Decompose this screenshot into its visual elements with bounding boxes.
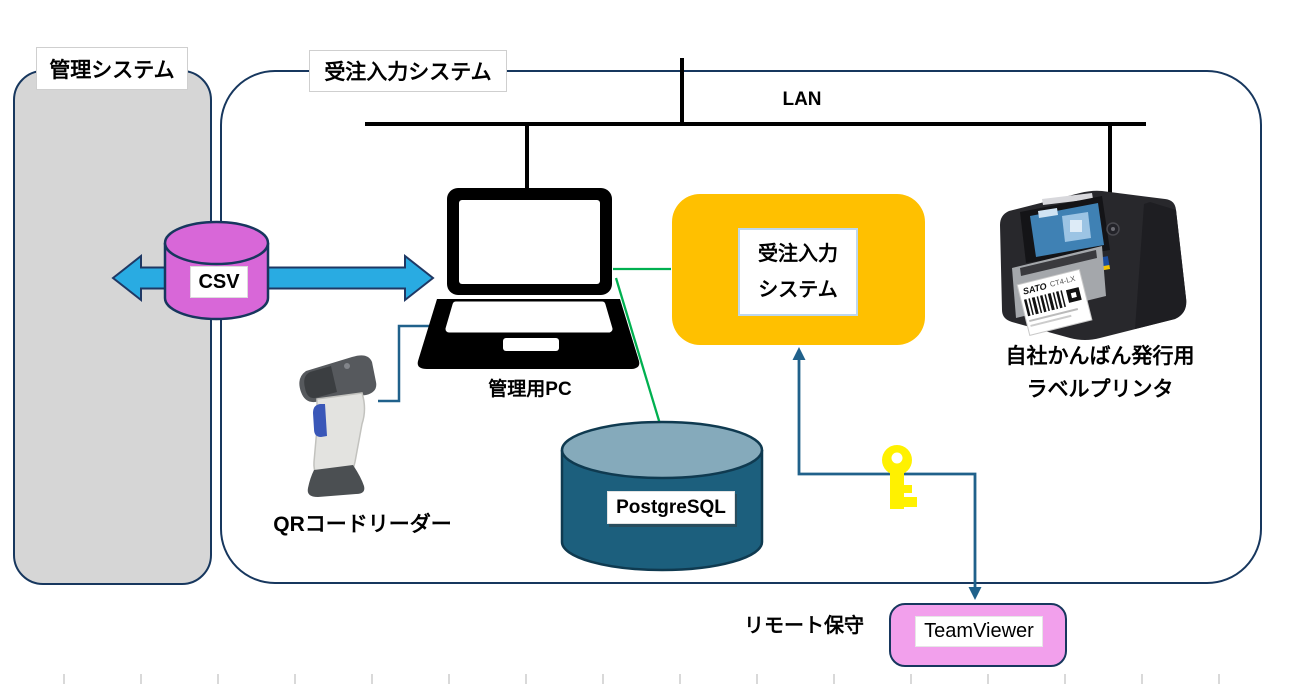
- printer-caption-line1: 自社かんばん発行用: [1005, 345, 1195, 368]
- lan-label: LAN: [782, 89, 822, 110]
- printer-caption-line2: ラベルプリンタ: [1026, 378, 1174, 401]
- order-entry-app-label-line2: システム: [758, 279, 838, 301]
- qr-reader-icon: [299, 355, 377, 497]
- order-entry-app-label-line1: 受注入力: [758, 243, 838, 265]
- bottom-gridline-ticks: [63, 674, 1233, 684]
- remote-maintenance-label: リモート保守: [744, 614, 864, 637]
- admin-pc-icon: [417, 188, 640, 369]
- csv-label: CSV: [190, 266, 248, 298]
- label-printer-icon: SATO CT4-LX: [1000, 190, 1187, 340]
- teamviewer-label: TeamViewer: [915, 616, 1043, 647]
- qr-reader-caption: QRコードリーダー: [273, 513, 452, 536]
- order-entry-app-label: 受注入力 システム: [738, 228, 858, 316]
- management-system-container: [13, 70, 212, 585]
- app-db-link-line: [614, 277, 662, 425]
- admin-pc-caption: 管理用PC: [488, 378, 572, 400]
- key-icon: [882, 445, 917, 509]
- postgresql-label: PostgreSQL: [607, 491, 735, 524]
- csv-transfer-arrow: [111, 253, 435, 303]
- order-entry-system-label: 受注入力システム: [309, 50, 507, 92]
- lan-bus-line: [365, 58, 1146, 193]
- remote-access-line: [792, 347, 982, 600]
- management-system-label: 管理システム: [36, 47, 188, 90]
- qr-reader-link-line: [378, 324, 445, 403]
